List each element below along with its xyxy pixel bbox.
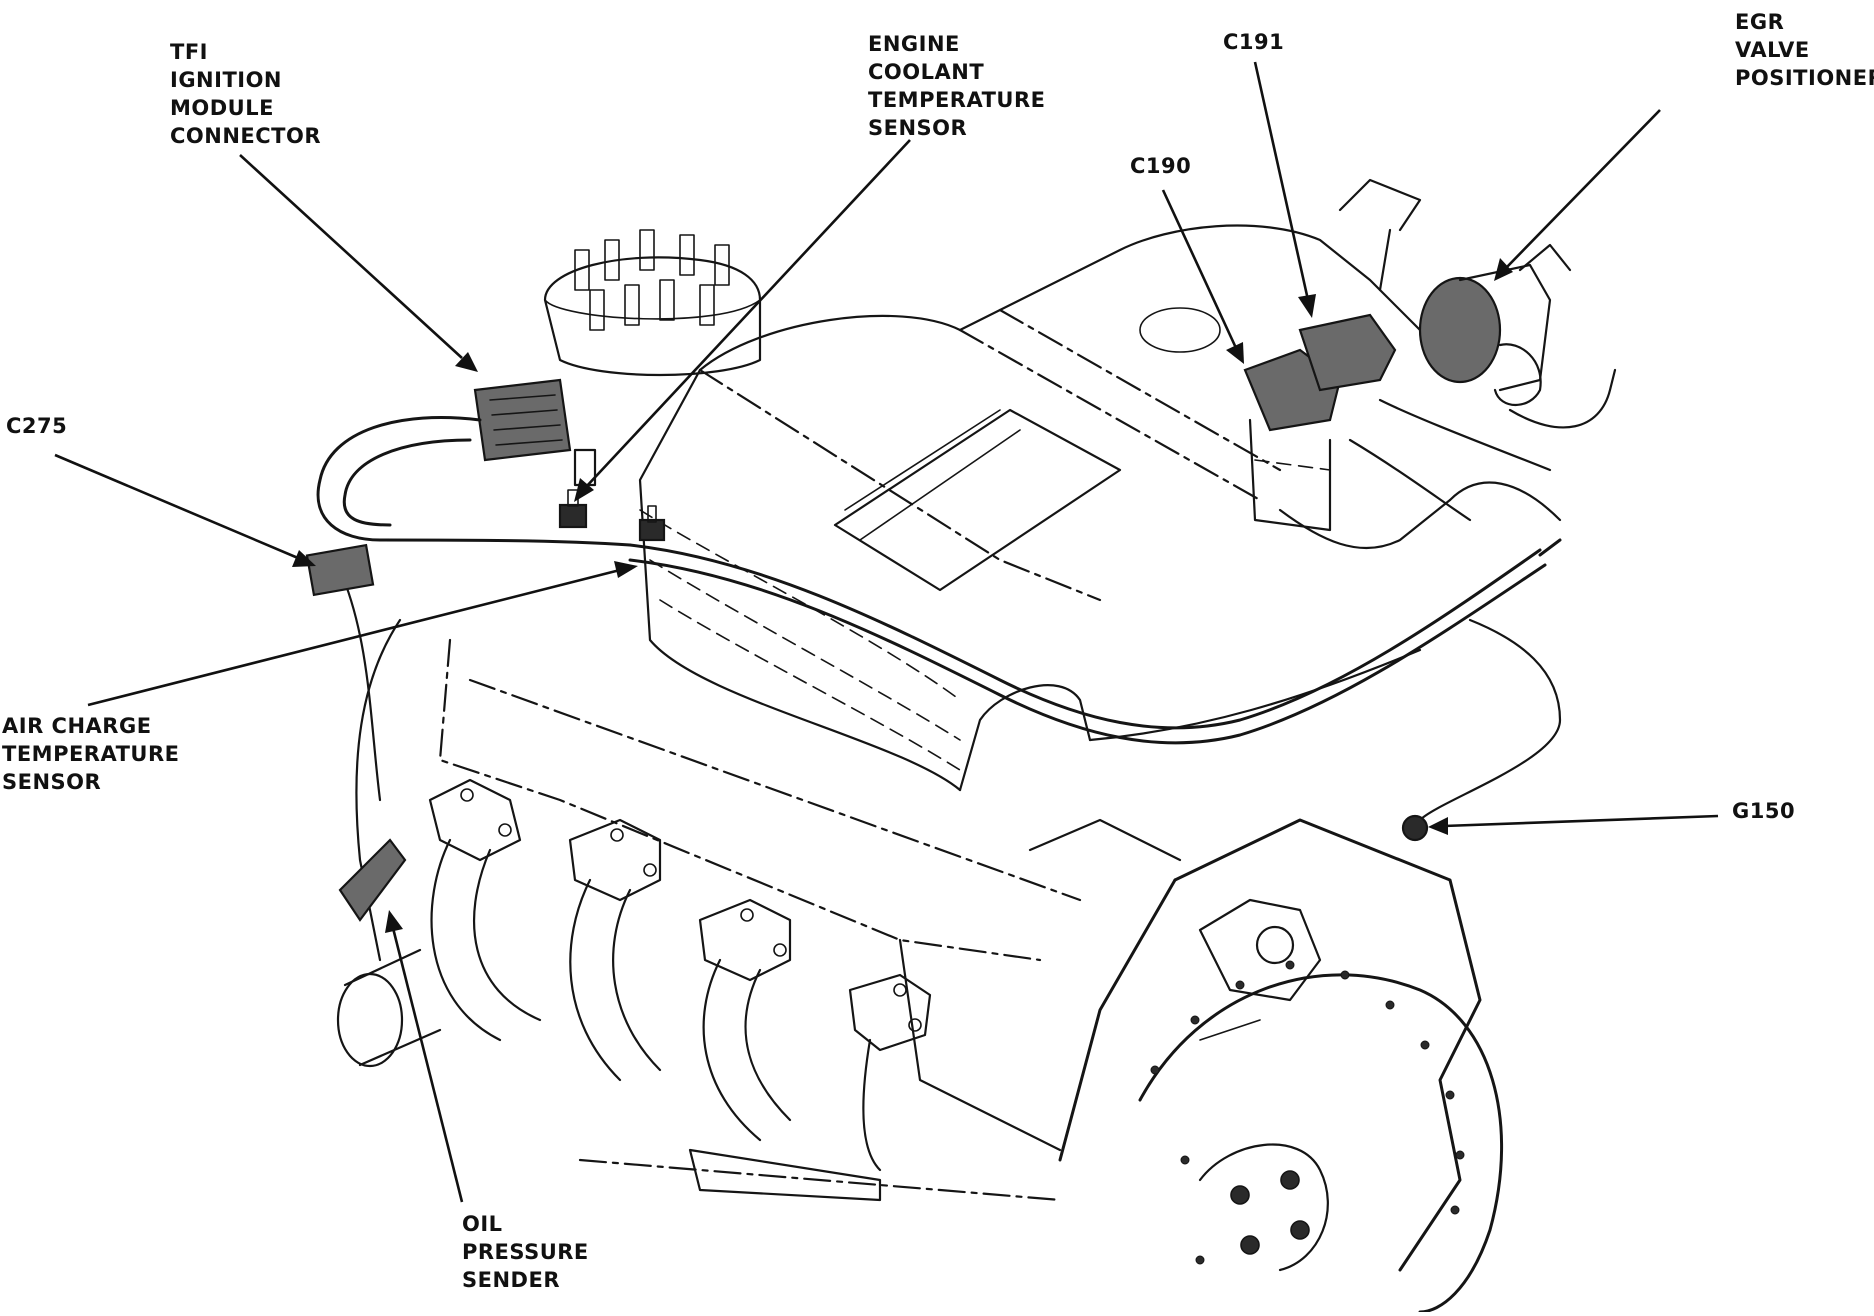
label-line: CONNECTOR (170, 124, 322, 148)
label-g150: G150 (1732, 797, 1795, 825)
label-line: G150 (1732, 799, 1796, 823)
g150-ground (1401, 814, 1429, 842)
flywheel-bolt-holes (1150, 960, 1465, 1265)
label-line: C191 (1223, 30, 1285, 54)
label-line: PRESSURE (462, 1240, 589, 1264)
flywheel (1138, 973, 1504, 1314)
label-line: TFI (170, 40, 208, 64)
label-c190: C190 (1130, 152, 1191, 180)
label-oil-pressure-sender: OIL PRESSURE SENDER (462, 1210, 589, 1294)
label-line: IGNITION (170, 68, 283, 92)
label-line: C190 (1130, 154, 1192, 178)
label-egr-valve-positioner: EGR VALVE POSITIONER (1735, 8, 1874, 92)
c275-connector (305, 543, 375, 597)
label-tfi-ignition-module-connector: TFI IGNITION MODULE CONNECTOR (170, 38, 321, 150)
label-line: SENDER (462, 1268, 560, 1292)
distributor-terminals (574, 229, 730, 331)
label-line: VALVE (1735, 38, 1810, 62)
exhaust-pipe-outlet (336, 948, 442, 1068)
bell-housing-plate (1058, 818, 1482, 1272)
label-line: COOLANT (868, 60, 985, 84)
intake-plenum (638, 224, 1452, 792)
starter-mount (1198, 898, 1322, 1041)
label-line: SENSOR (868, 116, 968, 140)
leader-lines (54, 61, 1719, 1203)
label-line: TEMPERATURE (868, 88, 1046, 112)
label-c191: C191 (1223, 28, 1284, 56)
label-engine-coolant-temperature-sensor: ENGINE COOLANT TEMPERATURE SENSOR (868, 30, 1046, 142)
label-line: TEMPERATURE (2, 742, 180, 766)
mounting-bracket (1338, 178, 1422, 292)
label-line: C275 (6, 414, 68, 438)
label-line: POSITIONER (1735, 66, 1874, 90)
label-air-charge-temperature-sensor: AIR CHARGE TEMPERATURE SENSOR (2, 712, 180, 796)
label-line: OIL (462, 1212, 503, 1236)
label-line: SENSOR (2, 770, 102, 794)
exhaust-manifold (428, 778, 932, 1202)
egr-valve-positioner (1418, 243, 1617, 429)
act-sensor (638, 505, 666, 542)
label-line: AIR CHARGE (2, 714, 152, 738)
label-line: EGR (1735, 10, 1785, 34)
label-line: ENGINE (868, 32, 960, 56)
tfi-connector (473, 378, 572, 462)
c190-c191-connectors (1243, 313, 1397, 532)
oil-pressure-sender (338, 838, 407, 922)
distributor (543, 229, 762, 487)
label-c275: C275 (6, 412, 67, 440)
lower-engine-block (355, 618, 1182, 1202)
label-line: MODULE (170, 96, 274, 120)
wiring-harness (316, 398, 1562, 822)
